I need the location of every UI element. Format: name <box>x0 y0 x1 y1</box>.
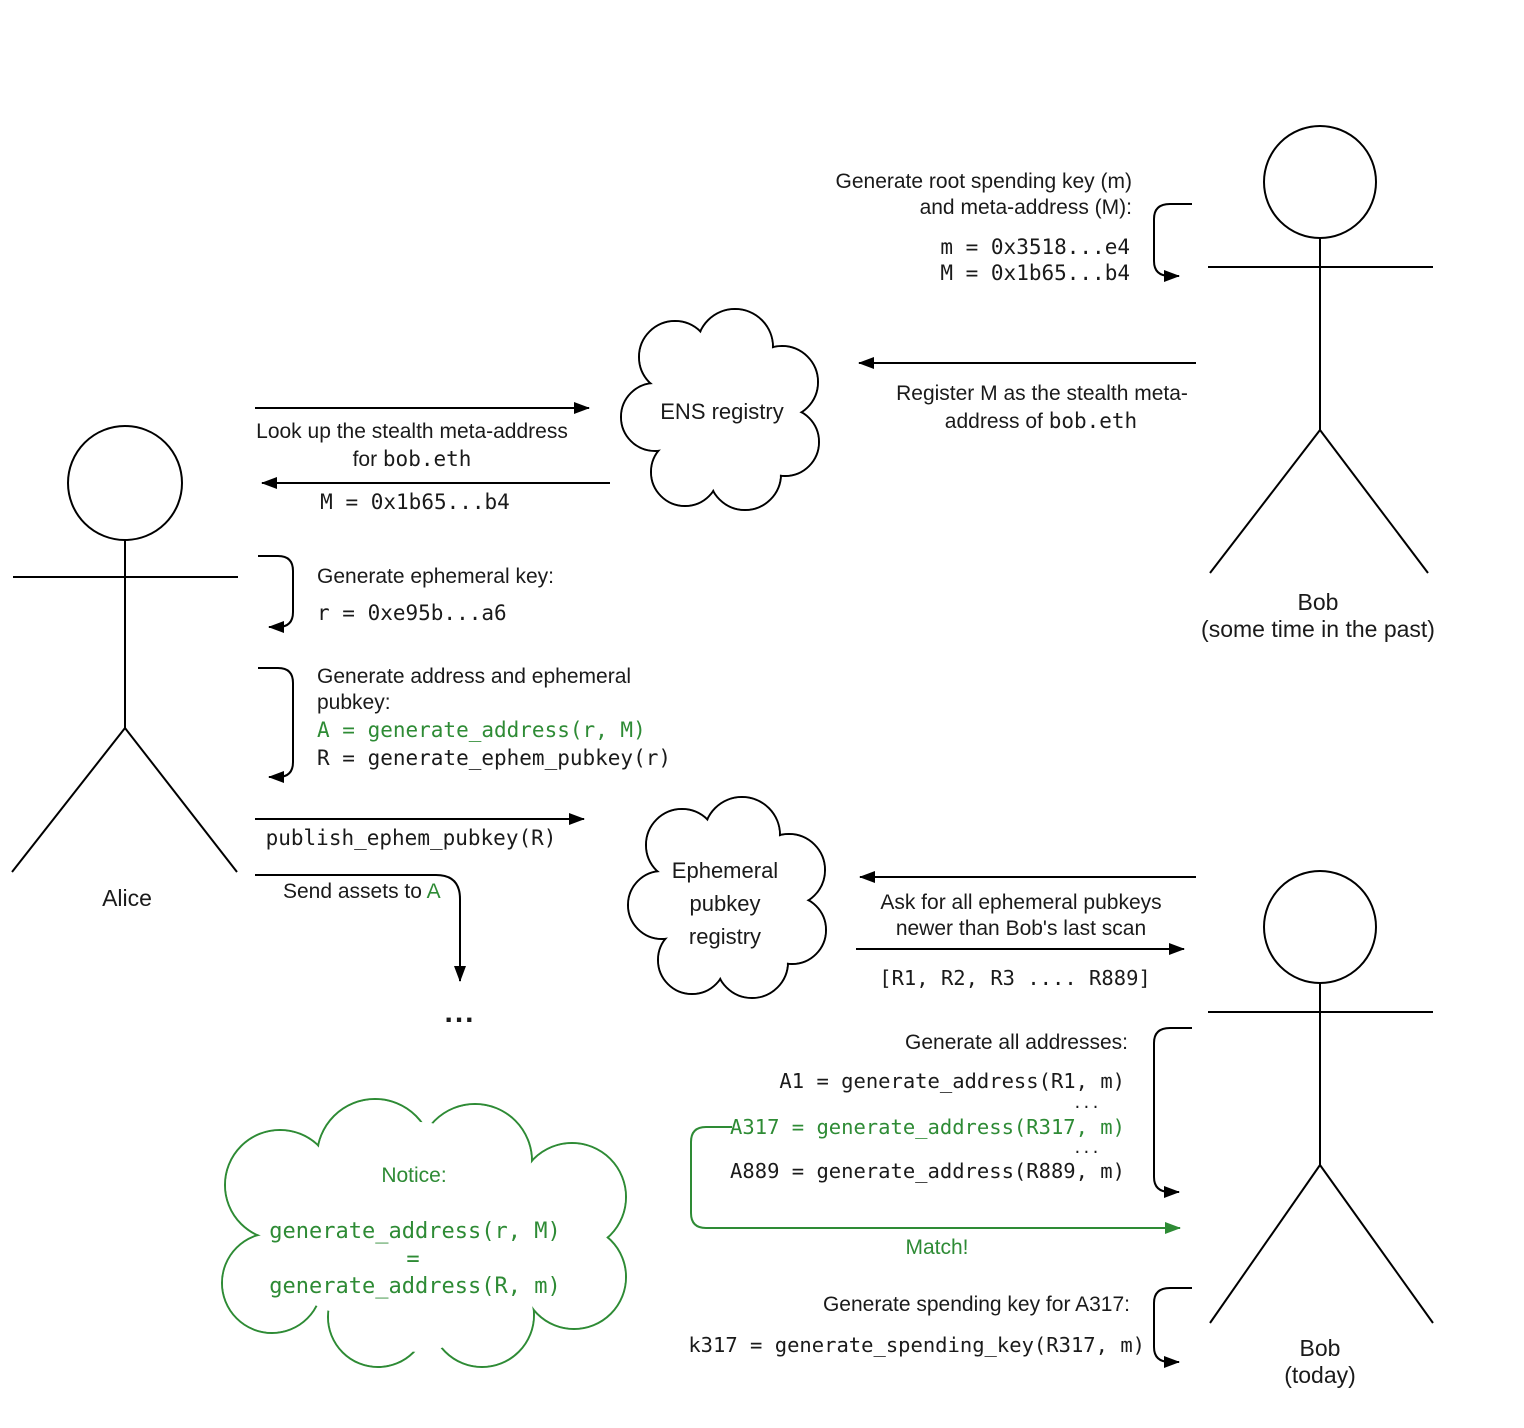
meta-address-M: M = 0x1b65...b4 <box>940 261 1130 285</box>
bob-today-label: Bob (today) <box>1284 1335 1356 1389</box>
notice-title: Notice: <box>381 1164 447 1187</box>
gen-ephemeral-title: Generate ephemeral key: <box>317 565 554 588</box>
send-assets-label: Send assets to A <box>283 879 441 905</box>
notice-code2: generate_address(R, m) <box>269 1274 561 1299</box>
gen-all-dots2: ... <box>1072 1139 1100 1157</box>
lookup-domain: bob.eth <box>382 447 472 471</box>
bob-today-figure-icon <box>1208 870 1434 1324</box>
bob-past-sublabel: (some time in the past) <box>1201 616 1435 642</box>
gen-address-line1: Generate address and ephemeral <box>317 665 632 688</box>
gen-all-code3: A889 = generate_address(R889, m) <box>730 1159 1125 1183</box>
ask-pubkeys-label: Ask for all ephemeral pubkeys newer than… <box>880 890 1161 942</box>
gen-all-code1: A1 = generate_address(R1, m) <box>779 1069 1125 1093</box>
publish-label: publish_ephem_pubkey(R) <box>265 826 557 850</box>
bob-generate-root-label: Generate root spending key (m) and meta-… <box>836 169 1132 221</box>
gen-address-line2: pubkey: <box>317 691 391 714</box>
gen-address-code-green: A = generate_address(r, M) <box>317 718 646 742</box>
loop-bob-generate-spending-key <box>1153 1287 1192 1368</box>
bob-past-label: Bob (some time in the past) <box>1201 589 1435 643</box>
loop-bob-generate-keys <box>1153 203 1192 282</box>
register-line2-prefix: address of <box>944 410 1049 433</box>
ephemeral-cloud-label: Ephemeral pubkey registry <box>672 854 778 953</box>
ens-registry-cloud-icon <box>620 308 820 511</box>
bob-generate-root-line1: Generate root spending key (m) <box>835 170 1132 193</box>
ask-pubkeys-line2: newer than Bob's last scan <box>895 917 1147 940</box>
lookup-label-line1: Look up the stealth meta-address <box>256 420 568 443</box>
root-key-m: m = 0x3518...e4 <box>940 235 1130 259</box>
loop-alice-generate-ephemeral <box>258 555 294 633</box>
loop-alice-generate-address <box>258 667 294 783</box>
send-assets-prefix: Send assets to <box>283 880 427 903</box>
arrow-send-assets <box>255 874 466 982</box>
ephemeral-cloud-line3: registry <box>688 924 762 949</box>
bob-today-name: Bob <box>1299 1335 1341 1361</box>
gen-all-code2-match: A317 = generate_address(R317, m) <box>730 1115 1125 1139</box>
bob-generate-root-line2: and meta-address (M): <box>919 196 1132 219</box>
register-label-line1: Register M as the stealth meta- <box>896 382 1188 405</box>
bob-root-key-code: m = 0x3518...e4 M = 0x1b65...b4 <box>940 234 1130 286</box>
scan-result-code: [R1, R2, R3 .... R889] <box>879 966 1151 990</box>
lookup-result-code: M = 0x1b65...b4 <box>320 490 510 514</box>
send-assets-target: A <box>426 880 441 903</box>
gen-spend-code: k317 = generate_spending_key(R317, m) <box>688 1333 1145 1357</box>
gen-address-code-black: R = generate_ephem_pubkey(r) <box>317 746 672 770</box>
lookup-label-line2: for bob.eth <box>353 446 472 473</box>
register-label-line2: address of bob.eth <box>945 408 1137 435</box>
notice-code1: generate_address(r, M) <box>269 1219 561 1244</box>
lookup-line2-prefix: for <box>352 448 383 471</box>
ens-cloud-label: ENS registry <box>660 399 784 424</box>
bob-past-figure-icon <box>1208 125 1433 574</box>
bob-past-name: Bob <box>1297 589 1339 615</box>
ellipsis-alice: ... <box>444 996 476 1029</box>
bob-today-sublabel: (today) <box>1284 1362 1356 1388</box>
loop-bob-generate-addresses <box>1153 1027 1192 1198</box>
match-label: Match! <box>905 1236 969 1259</box>
alice-figure-icon <box>11 425 238 873</box>
ephemeral-cloud-line1: Ephemeral <box>671 858 779 883</box>
notice-equals: = <box>406 1247 420 1272</box>
ephemeral-cloud-line2: pubkey <box>689 891 761 916</box>
gen-spend-title: Generate spending key for A317: <box>822 1293 1130 1316</box>
notice-cloud-icon <box>221 1098 627 1368</box>
gen-all-title: Generate all addresses: <box>905 1031 1128 1054</box>
alice-label: Alice <box>102 885 152 911</box>
ephemeral-pubkey-registry-cloud-icon <box>627 796 827 999</box>
register-domain: bob.eth <box>1048 409 1138 433</box>
gen-ephemeral-code: r = 0xe95b...a6 <box>317 601 507 625</box>
gen-all-dots1: ... <box>1072 1094 1100 1112</box>
ask-pubkeys-line1: Ask for all ephemeral pubkeys <box>880 891 1162 914</box>
arrow-match <box>690 1126 1181 1234</box>
